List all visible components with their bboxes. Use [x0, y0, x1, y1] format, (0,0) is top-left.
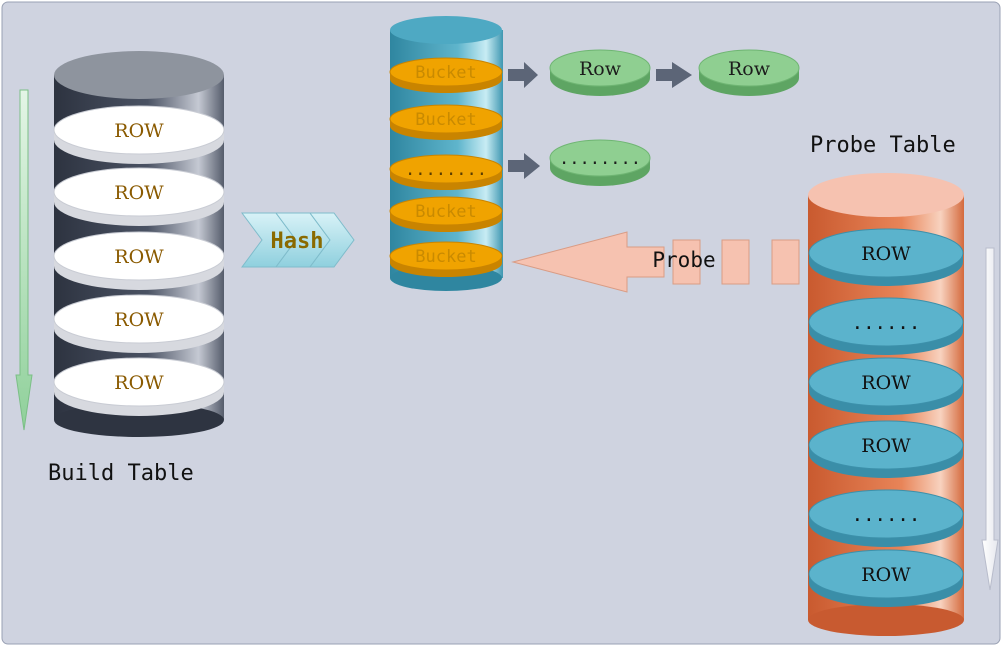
probe-row-label: ......: [852, 312, 921, 334]
bucket-label: Bucket: [415, 110, 476, 130]
bucket-face: [389, 104, 503, 134]
probe-row: ......: [808, 297, 964, 355]
bucket-face: [389, 154, 503, 184]
probe-row-face: [808, 228, 964, 278]
probe-table-title: Probe Table: [810, 133, 956, 158]
build-row: ROW: [53, 167, 225, 226]
arrow-right-icon: [508, 62, 538, 88]
build-table-top: [54, 51, 224, 99]
build-row-label: ROW: [114, 120, 164, 142]
bucket: Bucket: [389, 241, 503, 277]
bucket: Bucket: [389, 57, 503, 93]
build-row-face: [53, 294, 225, 344]
chain-node-label: Row: [579, 58, 622, 80]
build-row: ROW: [53, 294, 225, 353]
probe-row-face: [808, 357, 964, 407]
chain-arrows: [508, 62, 692, 179]
build-row-face: [53, 357, 225, 407]
probe-arrow-dash: [672, 239, 701, 285]
probe-row-face: [808, 420, 964, 470]
chevron-icon: [309, 212, 355, 268]
probe-row-face: [808, 549, 964, 599]
probe-row-face: [808, 297, 964, 347]
chain-node-label: ........: [559, 149, 641, 169]
bucket-label: Bucket: [415, 202, 476, 222]
probe-row: ROW: [808, 549, 964, 607]
probe-table: ROW...... ROW ROW...... ROW: [808, 173, 964, 636]
bucket-face: [389, 196, 503, 226]
hash-label: Hash: [271, 229, 324, 254]
build-row-label: ROW: [114, 309, 164, 331]
bucket: Bucket: [389, 196, 503, 232]
probe-row-label: ROW: [861, 564, 911, 586]
chain-node-face: [549, 49, 651, 87]
build-table: ROW ROW ROW ROW ROW: [53, 51, 225, 437]
probe-arrow-dash: [721, 239, 750, 285]
build-row-face: [53, 105, 225, 155]
chain-node: Row: [549, 49, 651, 96]
probe-table-top: [808, 173, 964, 217]
build-direction-arrow-icon: [15, 89, 33, 431]
probe-row-label: ROW: [861, 435, 911, 457]
probe-row: ROW: [808, 357, 964, 415]
build-row-label: ROW: [114, 246, 164, 268]
build-table-title: Build Table: [48, 461, 194, 486]
build-row: ROW: [53, 357, 225, 416]
background-panel: [1, 1, 1001, 645]
build-row-face: [53, 167, 225, 217]
chain-nodes: Row Row........: [549, 49, 800, 186]
probe-table-bottom: [808, 604, 964, 636]
probe-direction-arrow-icon: [981, 247, 999, 591]
build-row-face: [53, 231, 225, 281]
chain-node-face: [698, 49, 800, 87]
probe-arrow-dash: [771, 239, 800, 285]
build-row-label: ROW: [114, 182, 164, 204]
bucket-label: ........: [405, 160, 487, 180]
probe-row-label: ......: [852, 504, 921, 526]
probe-arrow-head-icon: [511, 231, 665, 293]
build-table-rows: ROW ROW ROW ROW ROW: [53, 105, 225, 416]
arrow-right-icon: [656, 62, 692, 88]
hash-chevrons: Hash: [241, 212, 355, 268]
probe-row-face: [808, 489, 964, 539]
chain-node-face: [549, 139, 651, 177]
hash-table-top: [390, 16, 502, 44]
bucket-label: Bucket: [415, 247, 476, 267]
bucket: ........: [389, 154, 503, 190]
probe-table-rows: ROW...... ROW ROW...... ROW: [808, 228, 964, 607]
bucket-label: Bucket: [415, 63, 476, 83]
bucket: Bucket: [389, 104, 503, 140]
probe-row-label: ROW: [861, 243, 911, 265]
probe-arrow: Probe: [511, 231, 800, 293]
chain-node-label: Row: [728, 58, 771, 80]
chain-node: Row: [698, 49, 800, 96]
build-row: ROW: [53, 231, 225, 290]
probe-row: ROW: [808, 228, 964, 286]
bucket-face: [389, 57, 503, 87]
probe-label: Probe: [652, 248, 715, 272]
build-row-label: ROW: [114, 372, 164, 394]
probe-row: ......: [808, 489, 964, 547]
probe-row: ROW: [808, 420, 964, 478]
build-row: ROW: [53, 105, 225, 164]
chain-node: ........: [549, 139, 651, 186]
probe-row-label: ROW: [861, 372, 911, 394]
bucket-face: [389, 241, 503, 271]
arrow-right-icon: [508, 153, 540, 179]
